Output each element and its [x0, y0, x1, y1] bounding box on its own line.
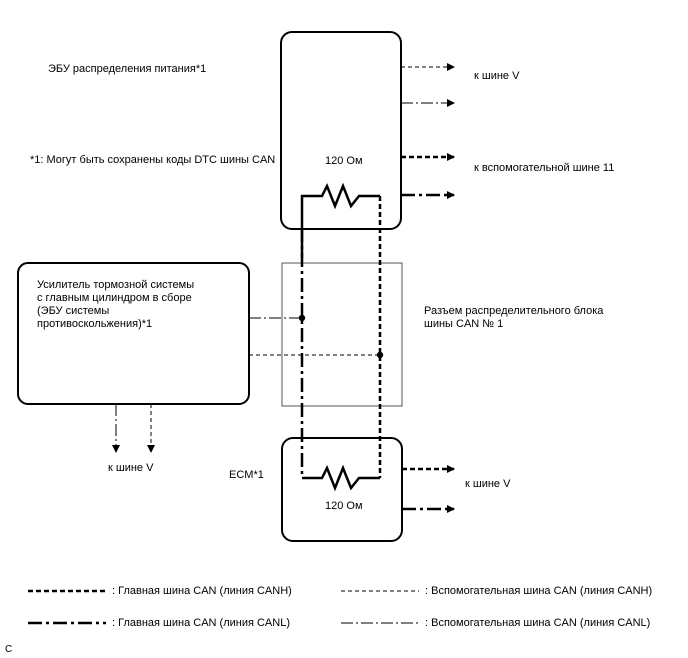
connector-label: Разъем распределительного блока шины CAN… — [424, 305, 604, 330]
to-bus-v-label: к шине V — [474, 70, 520, 82]
ecm-box — [281, 437, 403, 542]
corner-letter: C — [5, 644, 13, 655]
junction-canl — [298, 314, 306, 322]
brake-to-bus-label: к шине V — [108, 462, 154, 474]
junction-canh — [376, 351, 384, 359]
resistor-bottom — [302, 464, 380, 492]
ecm-to-bus-label: к шине V — [465, 478, 511, 490]
legend-main-canl-text: : Главная шина CAN (линия CANL) — [112, 617, 290, 629]
brake-ecu-label: Усилитель тормозной системы с главным ци… — [37, 279, 195, 330]
power-ecu-box — [280, 31, 402, 230]
connector-box — [281, 262, 403, 407]
resistor-top — [300, 182, 380, 228]
to-aux-bus-11-label: к вспомогательной шине 11 — [474, 162, 615, 174]
note-text: *1: Могут быть сохранены коды DTC шины C… — [30, 154, 276, 166]
brake-ecu-box — [17, 262, 250, 405]
ecm-resistor-label: 120 Ом — [325, 500, 363, 512]
legend-aux-canh-text: : Вспомогательная шина CAN (линия CANH) — [425, 585, 653, 597]
legend-aux-canl-text: : Вспомогательная шина CAN (линия CANL) — [425, 617, 651, 629]
power-ecu-resistor-label: 120 Ом — [325, 155, 363, 167]
legend-main-canh-text: : Главная шина CAN (линия CANH) — [112, 585, 292, 597]
power-ecu-label: ЭБУ распределения питания*1 — [48, 63, 207, 75]
ecm-label: ECM*1 — [229, 469, 264, 481]
